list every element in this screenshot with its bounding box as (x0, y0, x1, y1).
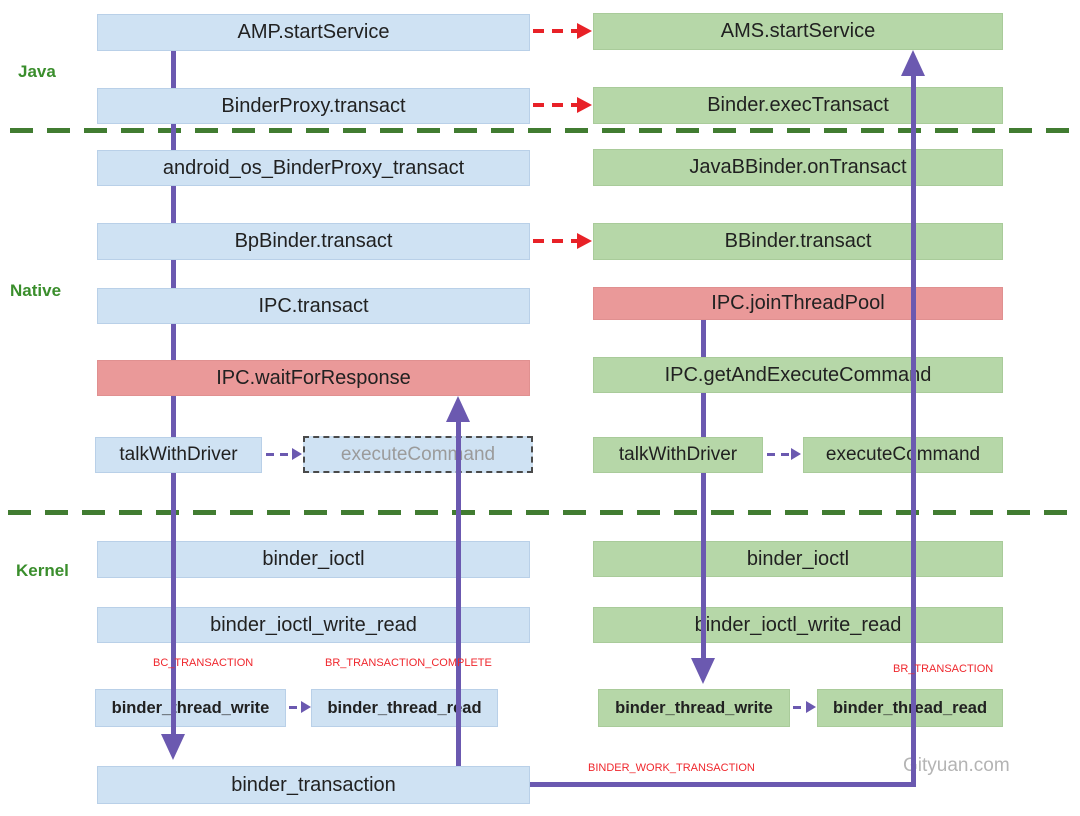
flow-label-br-transaction: BR_TRANSACTION (893, 663, 994, 675)
arrowhead-down-server-icon (691, 658, 715, 684)
flow-label-bc-transaction: BC_TRANSACTION (153, 657, 254, 669)
node-talkwithdriver-client: talkWithDriver (95, 437, 262, 473)
server-up-line (911, 74, 916, 787)
dashed-arrowhead-talk-to-exec-server-icon (791, 448, 801, 460)
node-bpbinder-transact: BpBinder.transact (97, 223, 530, 260)
rpc-arrowhead-amp-to-ams-icon (577, 23, 592, 39)
layer-label-native: Native (10, 281, 62, 300)
node-android-os-binderproxy-transact: android_os_BinderProxy_transact (97, 150, 530, 186)
arrowhead-up-server-icon (901, 50, 925, 76)
node-javabbinder-ontransact: JavaBBinder.onTransact (593, 149, 1003, 186)
node-binder-thread-read-client: binder_thread_read (311, 689, 498, 727)
dashed-arrow-talk-to-exec-client (266, 453, 292, 456)
server-call-line-upper (701, 320, 706, 510)
node-executecommand-server: executeCommand (803, 437, 1003, 473)
divider-native-kernel (8, 510, 1070, 515)
layer-label-java: Java (18, 62, 56, 81)
node-amp-startservice: AMP.startService (97, 14, 530, 51)
rpc-arrowhead-binderproxy-to-exectransact-icon (577, 97, 592, 113)
node-binder-ioctl-write-read-client: binder_ioctl_write_read (97, 607, 530, 643)
node-executecommand-client-ghost: executeCommand (303, 436, 533, 473)
node-bbinder-transact: BBinder.transact (593, 223, 1003, 260)
server-call-line-kernel (701, 510, 706, 660)
node-binder-ioctl-server: binder_ioctl (593, 541, 1003, 577)
dashed-arrow-talk-to-exec-server (767, 453, 791, 456)
node-binder-thread-write-server: binder_thread_write (598, 689, 790, 727)
node-binder-ioctl-client: binder_ioctl (97, 541, 530, 578)
binder-work-line-horizontal (530, 782, 916, 787)
client-call-line-kernel (171, 510, 176, 736)
node-ipc-getandexecutecommand: IPC.getAndExecuteCommand (593, 357, 1003, 393)
rpc-arrow-amp-to-ams (533, 29, 577, 33)
node-binder-thread-read-server: binder_thread_read (817, 689, 1003, 727)
dashed-arrowhead-write-to-read-client-icon (301, 701, 311, 713)
arrowhead-down-client-icon (161, 734, 185, 760)
dashed-arrowhead-write-to-read-server-icon (806, 701, 816, 713)
client-call-line-upper (171, 51, 176, 510)
rpc-arrow-bpbinder-to-bbinder (533, 239, 577, 243)
dashed-arrow-write-to-read-client (289, 706, 301, 709)
flow-label-br-transaction-complete: BR_TRANSACTION_COMPLETE (325, 657, 492, 669)
node-binderproxy-transact: BinderProxy.transact (97, 88, 530, 124)
node-talkwithdriver-server: talkWithDriver (593, 437, 763, 473)
flow-label-binder-work-transaction: BINDER_WORK_TRANSACTION (588, 762, 755, 774)
dashed-arrowhead-talk-to-exec-client-icon (292, 448, 302, 460)
divider-java-native (10, 128, 1070, 133)
client-reply-line (456, 420, 461, 766)
node-ipc-jointhreadpool: IPC.joinThreadPool (593, 287, 1003, 320)
node-ams-startservice: AMS.startService (593, 13, 1003, 50)
node-binder-transaction: binder_transaction (97, 766, 530, 804)
layer-label-kernel: Kernel (16, 561, 69, 580)
node-ipc-transact: IPC.transact (97, 288, 530, 324)
rpc-arrow-binderproxy-to-exectransact (533, 103, 577, 107)
watermark: Gityuan.com (903, 755, 1010, 776)
node-ipc-waitforresponse: IPC.waitForResponse (97, 360, 530, 396)
arrowhead-up-client-icon (446, 396, 470, 422)
dashed-arrow-write-to-read-server (793, 706, 806, 709)
rpc-arrowhead-bpbinder-to-bbinder-icon (577, 233, 592, 249)
node-binder-thread-write-client: binder_thread_write (95, 689, 286, 727)
node-binder-exectransact: Binder.execTransact (593, 87, 1003, 124)
node-binder-ioctl-write-read-server: binder_ioctl_write_read (593, 607, 1003, 643)
